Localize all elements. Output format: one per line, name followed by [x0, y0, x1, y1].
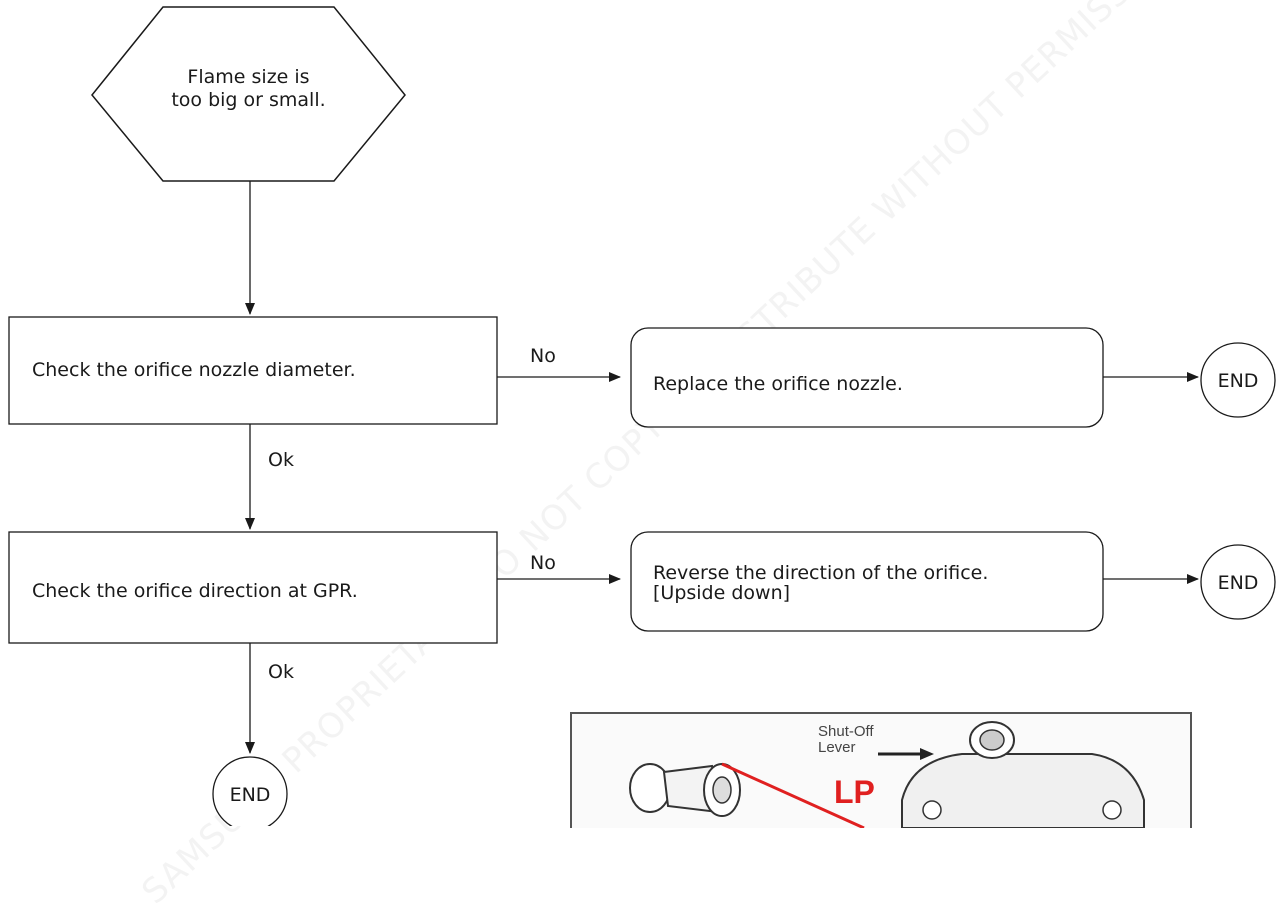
gpr-photo: Shut-Off Lever LP	[570, 712, 1192, 828]
start-label-line2: too big or small.	[171, 89, 326, 111]
step1-action-label: Replace the orifice nozzle.	[653, 373, 903, 395]
step1-label: Check the orifice nozzle diameter.	[32, 359, 356, 381]
step1-box	[8, 316, 498, 425]
step2-action-box	[630, 531, 1104, 632]
step2-label: Check the orifice direction at GPR.	[32, 580, 358, 602]
step2-action-label-line2: [Upside down]	[653, 582, 791, 604]
step2-no-label: No	[530, 552, 556, 574]
final-end-label: END	[229, 784, 271, 806]
step2-end-circle	[1200, 544, 1276, 620]
step1-ok-label: Ok	[268, 449, 294, 471]
start-label-line1: Flame size is	[187, 66, 310, 88]
shutoff-lever-label-line1: Shut-Off	[818, 723, 874, 740]
step2-ok-label: Ok	[268, 661, 294, 683]
final-end-circle	[212, 756, 288, 826]
shutoff-lever-label-line2: Lever	[818, 739, 856, 756]
step1-no-label: No	[530, 345, 556, 367]
step2-end-label: END	[1217, 572, 1259, 594]
lp-label: LP	[834, 774, 875, 810]
start-hexagon	[91, 6, 406, 182]
step1-end-label: END	[1217, 370, 1259, 392]
flowchart-canvas	[8, 6, 1276, 826]
step2-box	[8, 531, 498, 644]
gpr-illustration	[629, 721, 1145, 828]
step1-end-circle	[1200, 342, 1276, 418]
step2-action-label-line1: Reverse the direction of the orifice.	[653, 562, 989, 584]
